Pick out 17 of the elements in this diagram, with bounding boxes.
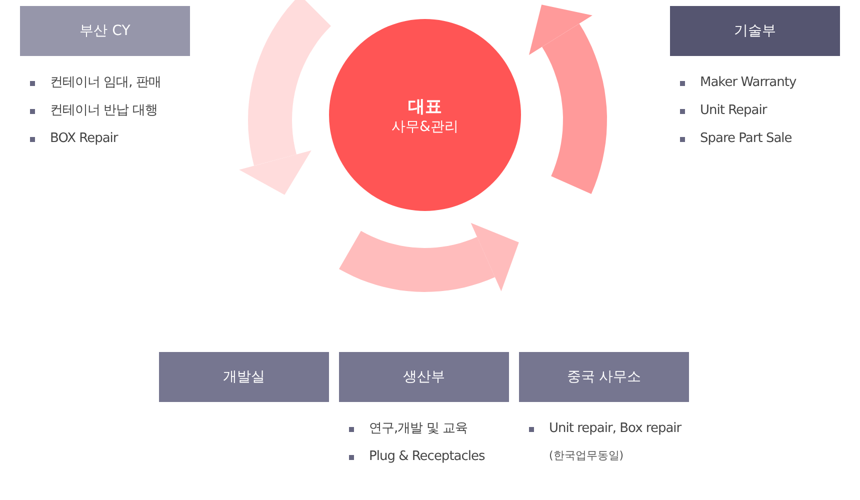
department-box: 부산 CY: [20, 6, 190, 56]
list-item-text: 연구,개발 및 교육: [369, 421, 468, 436]
circle-title: 대표: [408, 96, 442, 118]
list-item-text: Maker Warranty: [700, 75, 796, 90]
list-item-text: Spare Part Sale: [700, 131, 792, 146]
list-item-text: Unit repair, Box repair: [549, 421, 682, 436]
list-item-text: 컨테이너 임대, 판매: [50, 75, 161, 90]
department-box: 개발실: [159, 352, 329, 402]
list-item-text: 컨테이너 반납 대행: [50, 103, 158, 118]
list-item-text: Unit Repair: [700, 103, 767, 118]
department-box: 중국 사무소: [519, 352, 689, 402]
list-item-text: Plug & Receptacles: [369, 449, 485, 464]
department-box: 기술부: [670, 6, 840, 56]
circle-subtitle: 사무&관리: [392, 118, 458, 136]
department-box: 생산부: [339, 352, 509, 402]
list-item-text: BOX Repair: [50, 131, 118, 146]
note-text: (한국업무동일): [548, 448, 625, 463]
